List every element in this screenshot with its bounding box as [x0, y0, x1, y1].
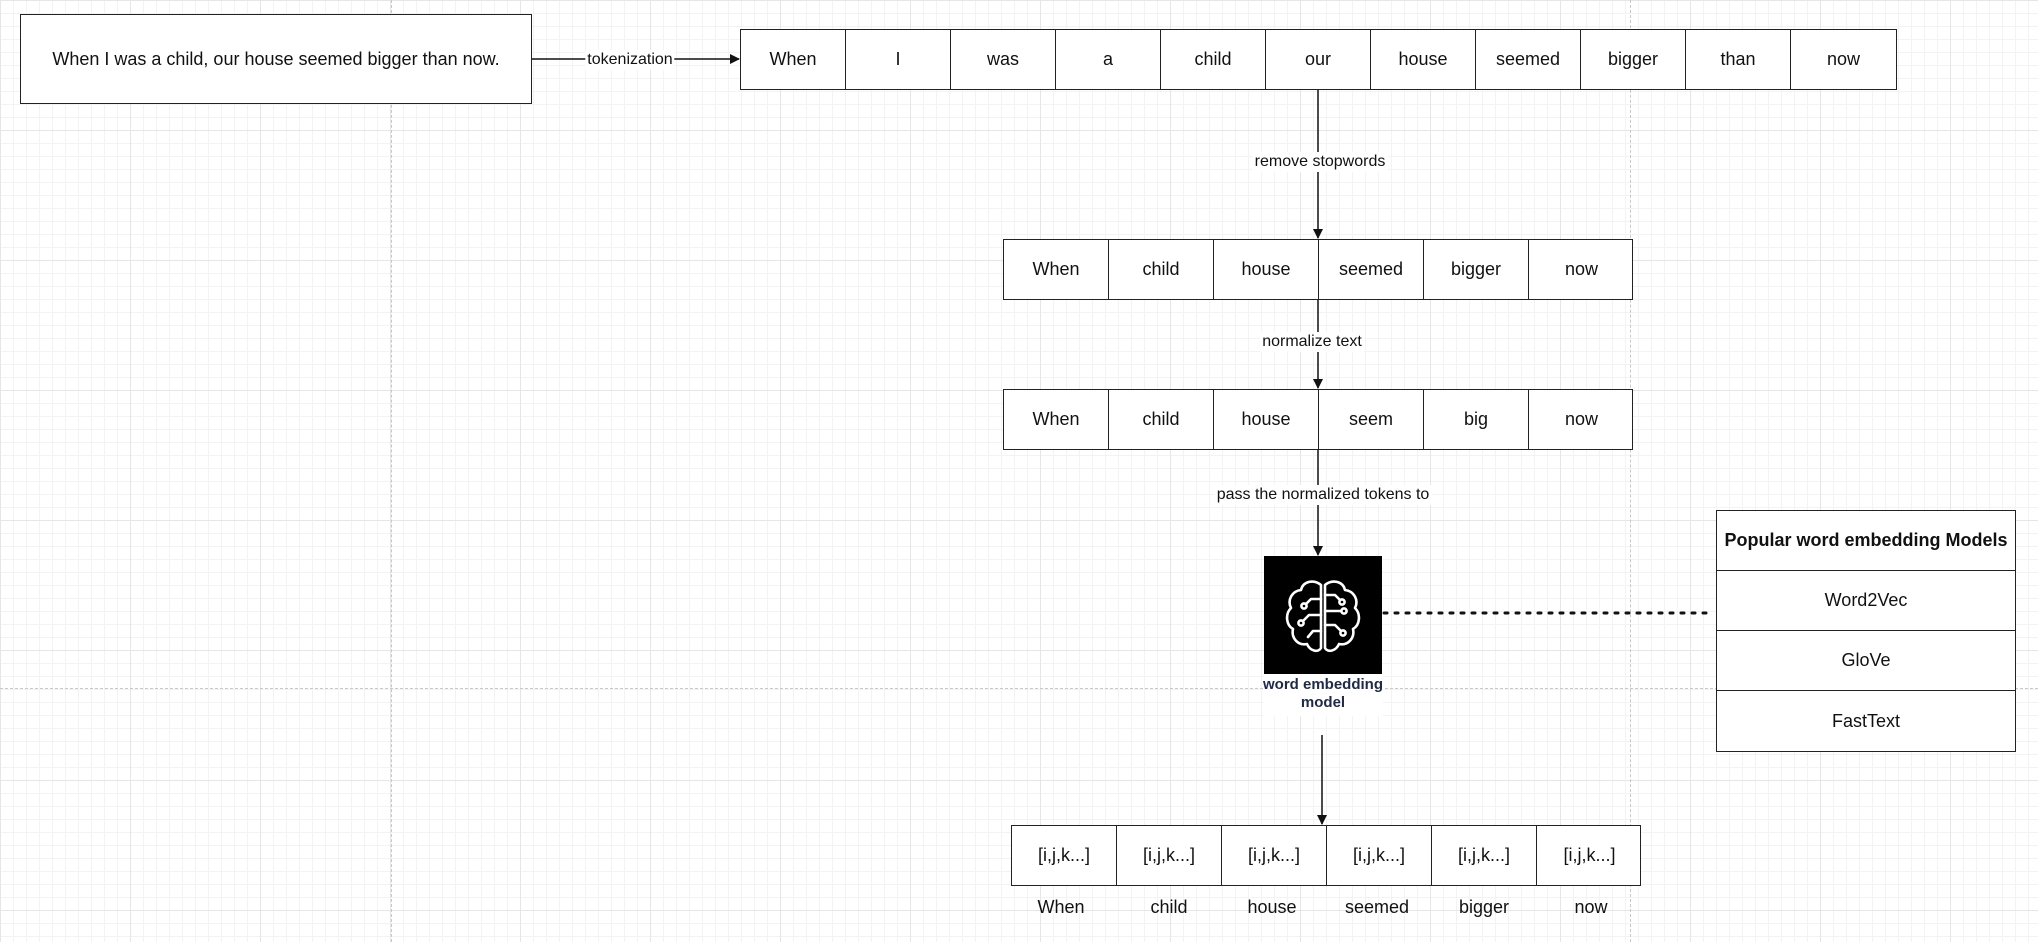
model-option-fasttext: FastText	[1831, 710, 1901, 731]
embedding-word-label: When	[1037, 897, 1085, 917]
embedding-vector-cell: [i,j,k...]	[1432, 826, 1537, 885]
token-cell: child	[1109, 240, 1214, 299]
pass-tokens-label: pass the normalized tokens to	[1214, 485, 1432, 505]
token-cell: child	[1109, 390, 1214, 449]
token-cell: now	[1564, 259, 1599, 279]
page-guide-left	[391, 0, 392, 942]
embedding-vector-cell: [i,j,k...]	[1563, 845, 1616, 865]
token-cell: now	[1564, 409, 1599, 429]
token-cell: house	[1214, 240, 1319, 299]
embedding-word-label: child	[1150, 897, 1188, 917]
model-caption: word embedding model	[1263, 674, 1383, 716]
popular-models-table: Popular word embedding Models Word2Vec G…	[1716, 510, 2016, 752]
embedding-vector-cell: [i,j,k...]	[1327, 826, 1432, 885]
embedding-row: [i,j,k...][i,j,k...][i,j,k...][i,j,k...]…	[1011, 825, 1641, 886]
model-option-word2vec: Word2Vec	[1717, 571, 2015, 631]
word-embedding-model-node	[1264, 556, 1382, 674]
token-cell: a	[1056, 30, 1161, 89]
embedding-vector-cell: [i,j,k...]	[1222, 826, 1327, 885]
tokenization-label: tokenization	[585, 50, 675, 70]
token-cell: child	[1161, 30, 1266, 89]
embedding-word-label: seemed	[1344, 897, 1410, 917]
embedding-word-label: now	[1574, 897, 1608, 917]
token-cell: now	[1826, 49, 1861, 69]
token-cell: house	[1371, 30, 1476, 89]
token-cell: seemed	[1476, 30, 1581, 89]
token-cell: our	[1266, 30, 1371, 89]
popular-models-title: Popular word embedding Models	[1717, 511, 2015, 571]
token-cell: big	[1424, 390, 1529, 449]
token-cell: seem	[1319, 390, 1424, 449]
source-sentence-text: When I was a child, our house seemed big…	[52, 48, 500, 69]
page-guide-right	[1630, 0, 1631, 942]
model-option-glove: GloVe	[1717, 631, 2015, 691]
embedding-vector-cell: [i,j,k...]	[1117, 826, 1222, 885]
token-cell: bigger	[1424, 240, 1529, 299]
embedding-vector-cell: [i,j,k...]	[1012, 826, 1117, 885]
token-cell: When	[741, 30, 846, 89]
token-cell: was	[951, 30, 1056, 89]
token-cell: bigger	[1581, 30, 1686, 89]
token-cell: than	[1686, 30, 1791, 89]
source-sentence-box: When I was a child, our house seemed big…	[20, 14, 532, 104]
page-guide-bottom	[0, 688, 2038, 689]
token-cell: house	[1214, 390, 1319, 449]
remove-stopwords-label: remove stopwords	[1252, 152, 1388, 172]
token-cell: I	[846, 30, 951, 89]
token-cell: When	[1004, 240, 1109, 299]
token-cell: When	[1004, 390, 1109, 449]
brain-circuit-icon	[1285, 580, 1361, 653]
normalize-text-label: normalize text	[1260, 332, 1364, 352]
embedding-word-label: house	[1247, 897, 1297, 917]
embedding-word-label: bigger	[1458, 897, 1510, 917]
token-cell: seemed	[1319, 240, 1424, 299]
